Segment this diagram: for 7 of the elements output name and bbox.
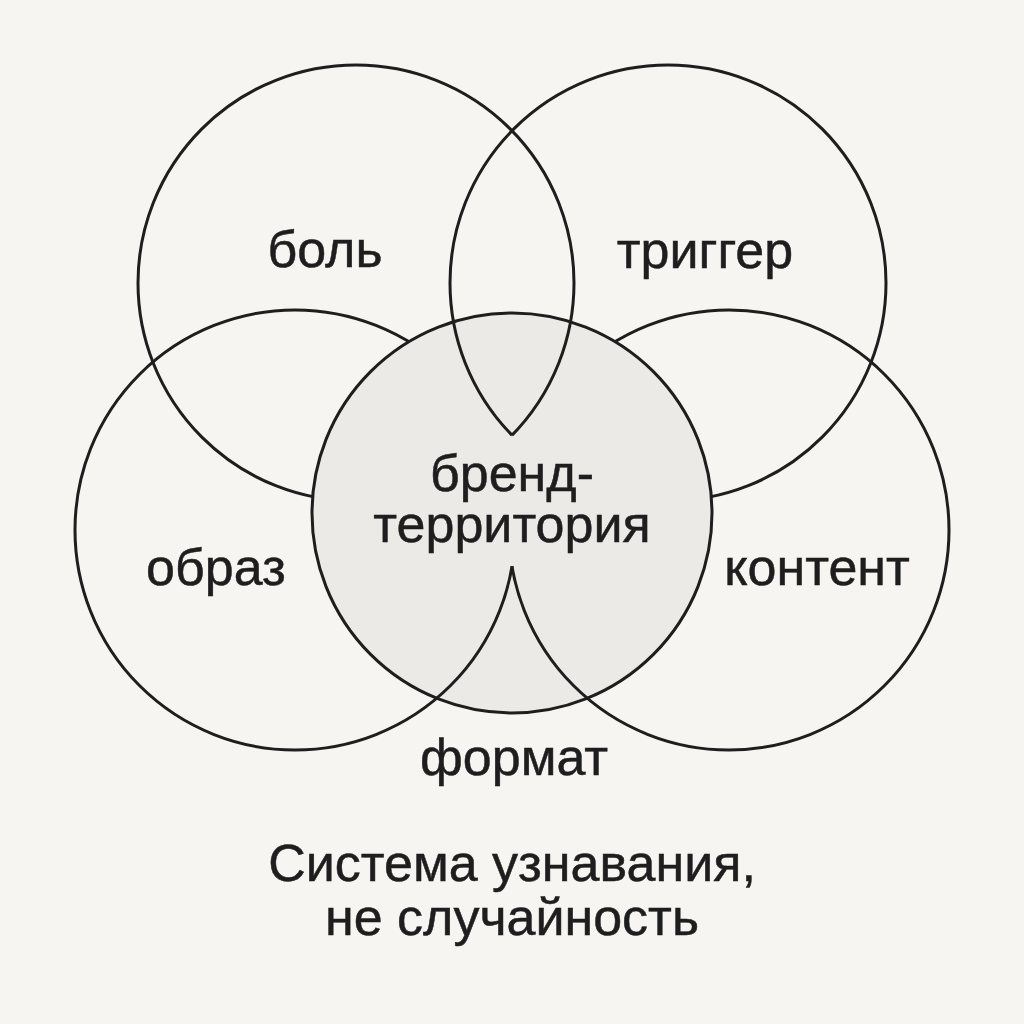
circle-label: образ [146,540,286,594]
circle-label: боль [267,222,383,276]
caption: Система узнавания, не случайность [267,836,757,944]
venn-label: формат [420,730,608,784]
venn-circle [309,310,715,716]
circle-label: контент [724,540,910,594]
circle-label: триггер [616,223,794,277]
